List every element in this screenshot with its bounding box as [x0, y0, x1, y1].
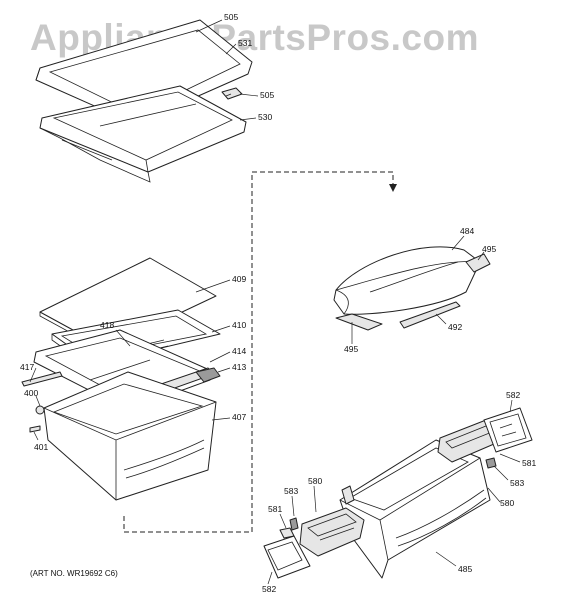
callout-583-left: 583 [284, 486, 298, 496]
stop-washer [35, 405, 45, 415]
cover-end-cap-right [465, 253, 491, 273]
left-crisper-assembly [21, 257, 221, 501]
flow-arrow-head [389, 184, 397, 192]
mounting-screw [29, 425, 41, 433]
callout-409: 409 [232, 274, 246, 284]
slide-screw-right [485, 457, 497, 469]
slide-screw-left [289, 517, 299, 531]
art-number: (ART NO. WR19692 C6) [30, 569, 118, 578]
humidity-control-knob [195, 367, 221, 383]
callout-530: 530 [258, 112, 272, 122]
callout-581-left: 581 [268, 504, 282, 514]
right-crisper-pan [339, 439, 491, 579]
callout-505-bracket: 505 [260, 90, 274, 100]
callout-582-left: 582 [262, 584, 276, 594]
callout-484: 484 [460, 226, 474, 236]
callout-583-right: 583 [510, 478, 524, 488]
callout-410: 410 [232, 320, 246, 330]
callout-580-left: 580 [308, 476, 322, 486]
pan-slide-left [299, 507, 365, 557]
callout-414: 414 [232, 346, 246, 356]
callout-495-left: 495 [344, 344, 358, 354]
callout-400: 400 [24, 388, 38, 398]
shelf-bracket-right [221, 87, 243, 100]
leader-lines [29, 19, 521, 585]
right-cover-assembly [333, 246, 491, 331]
cover-end-cap-left [335, 313, 383, 331]
callout-485: 485 [458, 564, 472, 574]
callout-495-right: 495 [482, 244, 496, 254]
callout-531: 531 [238, 38, 252, 48]
callout-418: 418 [100, 320, 114, 330]
callout-407: 407 [232, 412, 246, 422]
callout-492: 492 [448, 322, 462, 332]
shelf-assembly-top [35, 19, 253, 183]
callout-582-right: 582 [506, 390, 520, 400]
callout-413: 413 [232, 362, 246, 372]
pan-stop-top [341, 485, 355, 505]
side-rail-left [21, 371, 63, 387]
right-pan-assembly [263, 407, 533, 579]
cover-trim-strip [399, 301, 461, 329]
assembly-flow-line [123, 171, 394, 533]
crisper-pan [43, 371, 217, 501]
slide-end-cap-left [263, 535, 311, 579]
callout-581-right: 581 [522, 458, 536, 468]
callout-labels: 505 531 505 530 409 418 410 414 417 413 … [20, 12, 536, 594]
callout-505-top: 505 [224, 12, 238, 22]
callout-580-right: 580 [500, 498, 514, 508]
callout-417: 417 [20, 362, 34, 372]
callout-401: 401 [34, 442, 48, 452]
shelf-support-frame [39, 85, 247, 173]
